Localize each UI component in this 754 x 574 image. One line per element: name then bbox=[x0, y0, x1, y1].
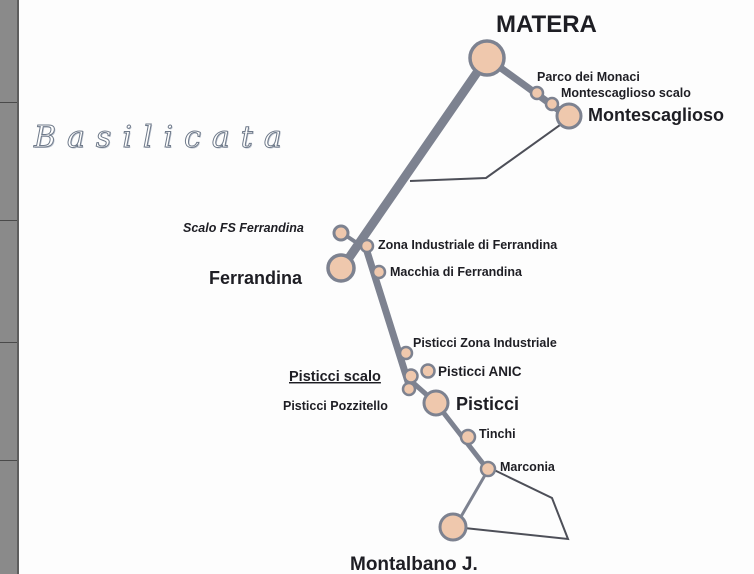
montescaglioso-loop-line bbox=[409, 119, 568, 182]
station-node-ferrandina[interactable] bbox=[326, 253, 356, 283]
station-node-macchia-di-ferrandina[interactable] bbox=[371, 264, 387, 280]
main-track bbox=[337, 53, 571, 529]
track-matera-ferrandina bbox=[337, 53, 492, 273]
station-node-pisticci-scalo[interactable] bbox=[403, 368, 419, 384]
station-node-montescaglioso-scalo[interactable] bbox=[544, 96, 560, 112]
station-node-pisticci-pozzitello[interactable] bbox=[401, 381, 417, 397]
label-pisticci-scalo: Pisticci scalo bbox=[289, 369, 381, 385]
station-node-marconia[interactable] bbox=[479, 460, 497, 478]
label-zona-industriale-ferrandina: Zona Industriale di Ferrandina bbox=[378, 238, 558, 252]
station-node-parco-dei-monaci[interactable] bbox=[529, 85, 545, 101]
station-node-pisticci[interactable] bbox=[422, 389, 450, 417]
label-scalo-fs-ferrandina: Scalo FS Ferrandina bbox=[183, 221, 304, 235]
label-pisticci-anic: Pisticci ANIC bbox=[438, 364, 522, 379]
marconia-loop-line bbox=[454, 467, 570, 541]
label-pisticci-pozzitello: Pisticci Pozzitello bbox=[283, 399, 388, 413]
station-node-pisticci-anic[interactable] bbox=[420, 363, 436, 379]
border-tick bbox=[0, 342, 17, 343]
station-node-tinchi[interactable] bbox=[459, 428, 477, 446]
station-labels: MATERA Parco dei Monaci Montescaglioso s… bbox=[183, 11, 724, 574]
left-border-bar bbox=[0, 0, 19, 574]
station-node-zona-industriale-ferrandina[interactable] bbox=[359, 238, 375, 254]
label-ferrandina: Ferrandina bbox=[209, 268, 303, 288]
station-node-montescaglioso[interactable] bbox=[555, 102, 583, 130]
border-tick bbox=[0, 460, 17, 461]
branch-lines bbox=[409, 119, 570, 541]
station-node-montalbano[interactable] bbox=[438, 512, 468, 542]
label-macchia-di-ferrandina: Macchia di Ferrandina bbox=[390, 265, 523, 279]
station-nodes bbox=[326, 39, 583, 542]
station-node-matera[interactable] bbox=[468, 39, 506, 77]
label-montescaglioso: Montescaglioso bbox=[588, 105, 724, 125]
label-marconia: Marconia bbox=[500, 460, 556, 474]
label-pisticci-zona-industriale: Pisticci Zona Industriale bbox=[413, 336, 557, 350]
label-tinchi: Tinchi bbox=[479, 427, 516, 441]
border-tick bbox=[0, 102, 17, 103]
station-node-pisticci-zona-industriale[interactable] bbox=[398, 345, 414, 361]
label-parco-dei-monaci: Parco dei Monaci bbox=[537, 70, 640, 84]
border-tick bbox=[0, 220, 17, 221]
label-montalbano: Montalbano J. bbox=[350, 554, 478, 574]
label-pisticci: Pisticci bbox=[456, 394, 519, 414]
station-node-scalo-fs-ferrandina[interactable] bbox=[332, 224, 350, 242]
label-montescaglioso-scalo: Montescaglioso scalo bbox=[561, 86, 691, 100]
region-label: Basilicata bbox=[34, 120, 293, 156]
map-area bbox=[19, 0, 754, 574]
label-matera: MATERA bbox=[496, 11, 597, 38]
